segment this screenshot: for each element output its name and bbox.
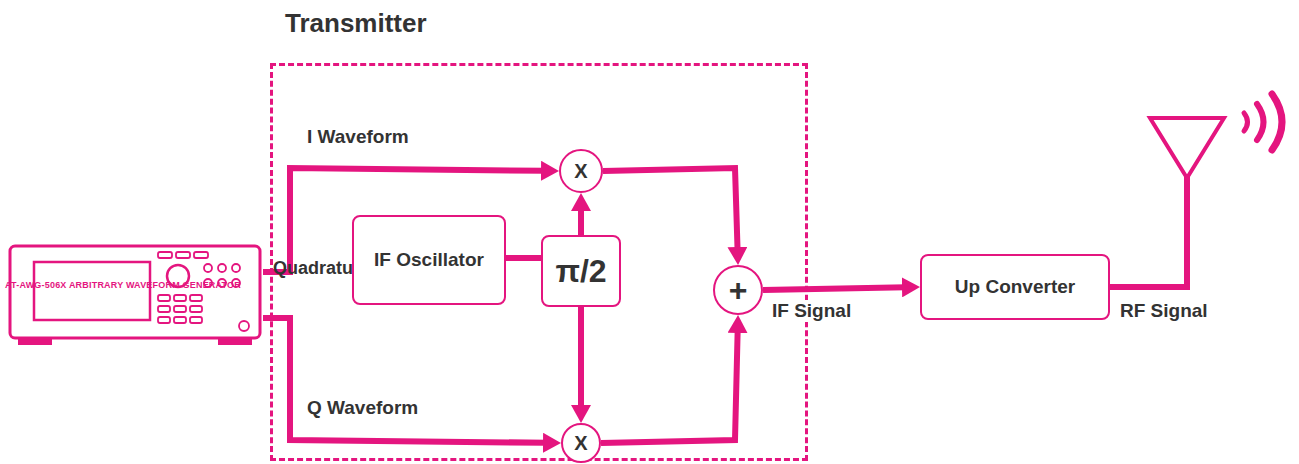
rf-line bbox=[1110, 176, 1187, 287]
instrument-node: AT-AWG-506X ARBITRARY WAVEFORM GENERATOR bbox=[5, 222, 263, 346]
node-label: IF Oscillator bbox=[374, 249, 484, 271]
signal-label: Q Waveform bbox=[305, 397, 420, 419]
signal-label: I Waveform bbox=[305, 126, 411, 148]
node-label: Up Converter bbox=[955, 276, 1075, 298]
mixer-circle: X bbox=[561, 423, 601, 463]
node-label: X bbox=[574, 160, 587, 183]
signal-connector bbox=[578, 207, 584, 235]
signal-connector bbox=[601, 329, 738, 443]
antenna-symbol bbox=[1150, 118, 1224, 178]
diagram-title: Transmitter bbox=[285, 8, 427, 39]
signal-connector bbox=[763, 287, 906, 290]
signal-label: IF Signal bbox=[770, 300, 853, 322]
signal-connector bbox=[263, 318, 547, 443]
oscillator-box: IF Oscillator bbox=[352, 215, 506, 305]
signal-label: RF Signal bbox=[1118, 300, 1210, 322]
node-label: AT-AWG-506X ARBITRARY WAVEFORM GENERATOR bbox=[5, 280, 241, 290]
phase-shift-box: π/2 bbox=[541, 235, 621, 307]
node-label: π/2 bbox=[555, 253, 606, 290]
process-box: Up Converter bbox=[920, 254, 1110, 320]
node-label: X bbox=[574, 432, 587, 455]
mixer-circle: X bbox=[559, 149, 603, 193]
radio-waves bbox=[1244, 94, 1282, 150]
signal-connector bbox=[506, 255, 541, 261]
node-label: + bbox=[729, 272, 748, 309]
instrument-illustration bbox=[10, 246, 260, 345]
signal-connector bbox=[578, 307, 584, 409]
summer-circle: + bbox=[713, 265, 763, 315]
signal-connector bbox=[603, 168, 738, 251]
